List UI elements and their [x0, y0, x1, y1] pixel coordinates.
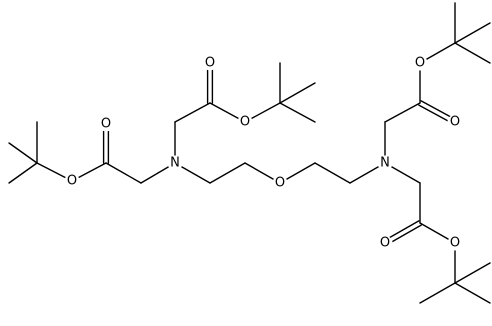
atom-o-ether: O	[272, 175, 288, 191]
atom-n-left: N	[167, 155, 183, 171]
atom-symbol: O	[67, 174, 77, 189]
bond-tbt-me3	[279, 82, 316, 104]
atom-label-background	[98, 116, 114, 132]
atom-symbol: O	[380, 236, 390, 251]
bond-tblr-me3	[454, 282, 491, 304]
atom-label-background	[377, 155, 393, 171]
atom-label-background	[167, 155, 183, 171]
atom-label-background	[447, 114, 463, 130]
atom-symbol: O	[450, 236, 460, 251]
bond-chain-1-2	[209, 162, 246, 184]
atom-label-background	[447, 235, 463, 251]
atom-symbol: O	[240, 115, 250, 130]
atom-labels: O O O O N O N O O O O	[64, 55, 463, 251]
bond-chain-3-4	[314, 162, 351, 184]
atom-label-background	[272, 175, 288, 191]
atom-symbol: O	[450, 115, 460, 130]
atom-o-carbonyl-lower-right: O	[377, 235, 393, 251]
atom-label-background	[64, 173, 80, 189]
atom-symbol: N	[380, 156, 390, 171]
atom-o-carbonyl-top: O	[202, 55, 218, 71]
bond-ch2-carbonyl-upper-right	[384, 102, 421, 123]
atom-n-right: N	[377, 155, 393, 171]
atom-label-background	[412, 55, 428, 71]
atom-o-carbonyl-left: O	[98, 116, 114, 132]
atom-o-ester-lower-right: O	[447, 235, 463, 251]
bond-carbonyl-ch2-left	[105, 162, 142, 184]
bond-tblr-me2	[454, 262, 491, 284]
bond-tbl-me2	[8, 162, 38, 184]
atom-label-background	[202, 55, 218, 71]
bond-tbur-me2	[454, 22, 491, 44]
atom-label-background	[377, 235, 393, 251]
bond-tbt-me2	[279, 102, 316, 123]
bond-tbur-me1	[454, 42, 491, 64]
bond-tbl-me1	[8, 142, 38, 164]
bond-lines	[8, 2, 491, 304]
atom-o-carbonyl-upper-right: O	[447, 114, 463, 130]
atom-label-background	[237, 114, 253, 130]
atom-symbol: O	[101, 117, 111, 132]
bond-ch2-carbonyl-top	[174, 102, 211, 123]
atom-symbol: O	[415, 56, 425, 71]
bond-tblr-me1	[419, 282, 456, 304]
atom-symbol: O	[275, 176, 285, 191]
atom-o-ester-upper-right: O	[412, 55, 428, 71]
atom-symbol: O	[205, 56, 215, 71]
atom-symbol: N	[170, 156, 180, 171]
atom-o-ester-top: O	[237, 114, 253, 130]
atom-o-ester-left: O	[64, 173, 80, 189]
